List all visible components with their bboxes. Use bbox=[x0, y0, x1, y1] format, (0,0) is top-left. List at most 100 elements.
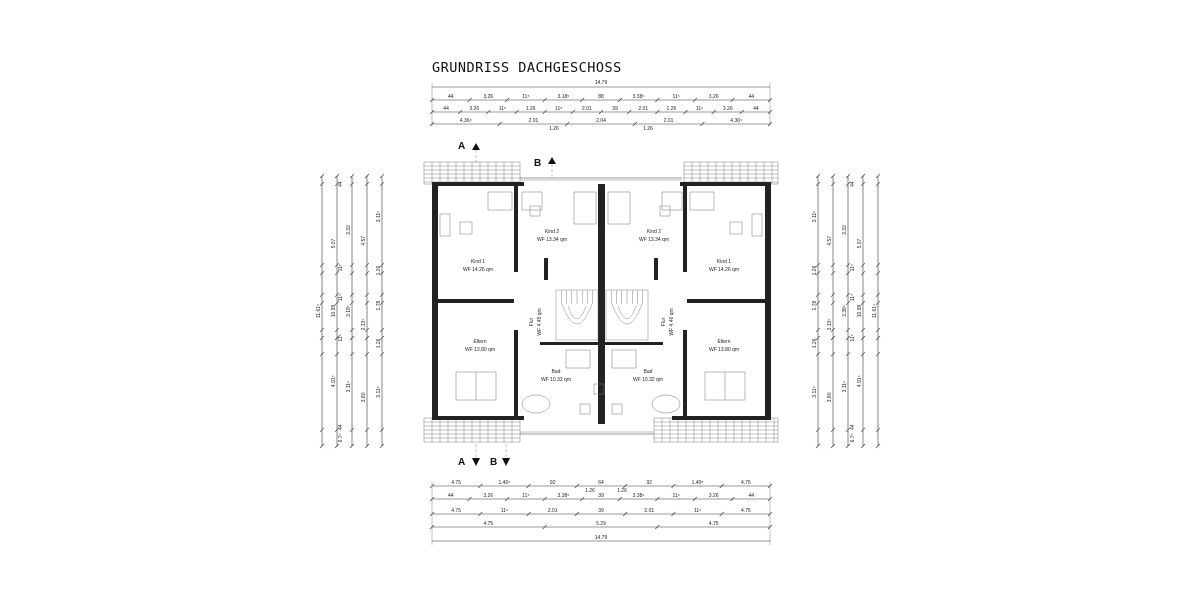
dim-tick bbox=[467, 496, 472, 502]
dim-overall-label: 11.61⁵ bbox=[316, 304, 322, 318]
dim-label: 4.36⁵ bbox=[730, 118, 742, 124]
dim-tick bbox=[815, 270, 821, 276]
dim-tick bbox=[379, 173, 385, 179]
dim-label: 2.01 bbox=[644, 508, 654, 514]
room-name-flur-right: Flur bbox=[661, 317, 667, 326]
dim-tick bbox=[617, 97, 622, 103]
dim-tick bbox=[364, 351, 370, 357]
dim-tick bbox=[319, 173, 325, 179]
dim-label: 10.99 bbox=[857, 305, 863, 318]
stair-curve bbox=[617, 305, 637, 320]
dim-tick bbox=[655, 109, 660, 115]
dim-tick bbox=[379, 351, 385, 357]
dim-tick bbox=[845, 443, 851, 449]
dim-tick bbox=[542, 496, 547, 502]
room-area-kind1-left: WF 14.26 qm bbox=[463, 267, 493, 273]
dim-label: 1.78 bbox=[812, 301, 818, 311]
dim-label: 2.01 bbox=[582, 106, 592, 112]
dim-tick bbox=[349, 427, 355, 433]
dim-tick bbox=[379, 292, 385, 298]
dim-tick bbox=[497, 121, 502, 127]
room-area-kind2-right: WF 13.34 qm bbox=[639, 237, 669, 243]
dim-label: 4.75 bbox=[451, 480, 461, 486]
dim-label: 2.04 bbox=[596, 118, 606, 124]
dim-label: 44 bbox=[338, 181, 344, 187]
dim-label: 11⁵ bbox=[850, 334, 856, 341]
dim-label: 44 bbox=[850, 424, 856, 430]
dim-tick bbox=[349, 300, 355, 306]
dim-tick bbox=[617, 496, 622, 502]
dim-tick bbox=[319, 262, 325, 268]
dim-tick bbox=[815, 173, 821, 179]
dim-tick bbox=[830, 335, 836, 341]
dim-tick bbox=[364, 181, 370, 187]
dim-tick bbox=[655, 496, 660, 502]
dim-tick bbox=[319, 327, 325, 333]
dim-tick bbox=[815, 181, 821, 187]
room-area-kind2-left: WF 13.34 qm bbox=[537, 237, 567, 243]
dim-label: 4.36⁵ bbox=[460, 118, 472, 124]
dim-label: 2.01 bbox=[664, 118, 674, 124]
section-marks: A B A B bbox=[458, 141, 556, 468]
dim-tick bbox=[845, 270, 851, 276]
dim-label: 3.38⁵ bbox=[558, 493, 570, 499]
dim-tick bbox=[364, 262, 370, 268]
dim-tick bbox=[526, 511, 531, 517]
dim-tick bbox=[319, 270, 325, 276]
left-dimension-chains: 11.61⁵5.0710.994.91⁵3.323.18⁵3.11⁵4.572.… bbox=[316, 173, 385, 449]
section-arrow-b-top bbox=[548, 157, 556, 164]
dim-label: 4.57 bbox=[361, 236, 367, 246]
dim-tick bbox=[334, 262, 340, 268]
dim-tick bbox=[564, 121, 570, 127]
dim-label: 4.75 bbox=[741, 508, 751, 514]
dim-label: 3.32 bbox=[346, 225, 352, 235]
dim-tick bbox=[364, 427, 370, 433]
dim-label: 1.26 bbox=[812, 338, 818, 348]
dim-label: 2.13⁵ bbox=[361, 319, 367, 331]
dim-tick bbox=[830, 181, 836, 187]
dim-tick bbox=[815, 292, 821, 298]
dim-tick bbox=[319, 300, 325, 306]
dim-sublabel: 1.26 bbox=[643, 126, 653, 132]
dim-label: 44 bbox=[753, 106, 759, 112]
dim-tick bbox=[319, 181, 325, 187]
dim-label: 3.11⁵ bbox=[842, 381, 848, 392]
dim-tick bbox=[349, 181, 355, 187]
dim-label: 11⁵ bbox=[555, 106, 562, 112]
dim-label: 5.29 bbox=[596, 521, 606, 527]
room-labels: Kind 1 WF 14.26 qm Kind 2 WF 13.34 qm Ki… bbox=[463, 229, 739, 383]
dim-tick bbox=[860, 351, 866, 357]
dim-label: 4.91⁵ bbox=[857, 375, 863, 387]
dim-label: 11⁵ bbox=[850, 294, 856, 301]
room-name-flur-left: Flur bbox=[529, 317, 535, 326]
dim-label: 1.26 bbox=[376, 265, 382, 275]
dim-tick bbox=[860, 335, 866, 341]
dim-label: 3.11⁵ bbox=[376, 386, 382, 397]
dim-tick bbox=[504, 496, 510, 502]
dim-tick bbox=[574, 511, 580, 517]
dim-tick bbox=[830, 270, 836, 276]
dim-tick bbox=[875, 292, 881, 298]
dim-tick bbox=[719, 511, 724, 517]
dim-tick bbox=[845, 335, 851, 341]
dim-tick bbox=[364, 327, 370, 333]
dim-tick bbox=[845, 173, 851, 179]
dim-label: 3.26 bbox=[483, 94, 493, 100]
dim-label: 39 bbox=[598, 493, 604, 499]
dim-tick bbox=[349, 173, 355, 179]
dim-tick bbox=[830, 292, 836, 298]
dim-label: 88 bbox=[598, 94, 604, 100]
dim-tick bbox=[334, 427, 340, 433]
dim-tick bbox=[860, 443, 866, 449]
dim-tick bbox=[875, 427, 881, 433]
dim-tick bbox=[875, 351, 881, 357]
dim-tick bbox=[334, 173, 340, 179]
dim-tick bbox=[767, 121, 773, 127]
dim-tick bbox=[845, 427, 851, 433]
stair-curve bbox=[567, 305, 587, 320]
dim-tick bbox=[349, 292, 355, 298]
dim-sublabel: 1.26 bbox=[549, 126, 559, 132]
room-name-kind1-left: Kind 1 bbox=[471, 259, 485, 265]
section-mark-b-bottom: B bbox=[490, 457, 497, 468]
